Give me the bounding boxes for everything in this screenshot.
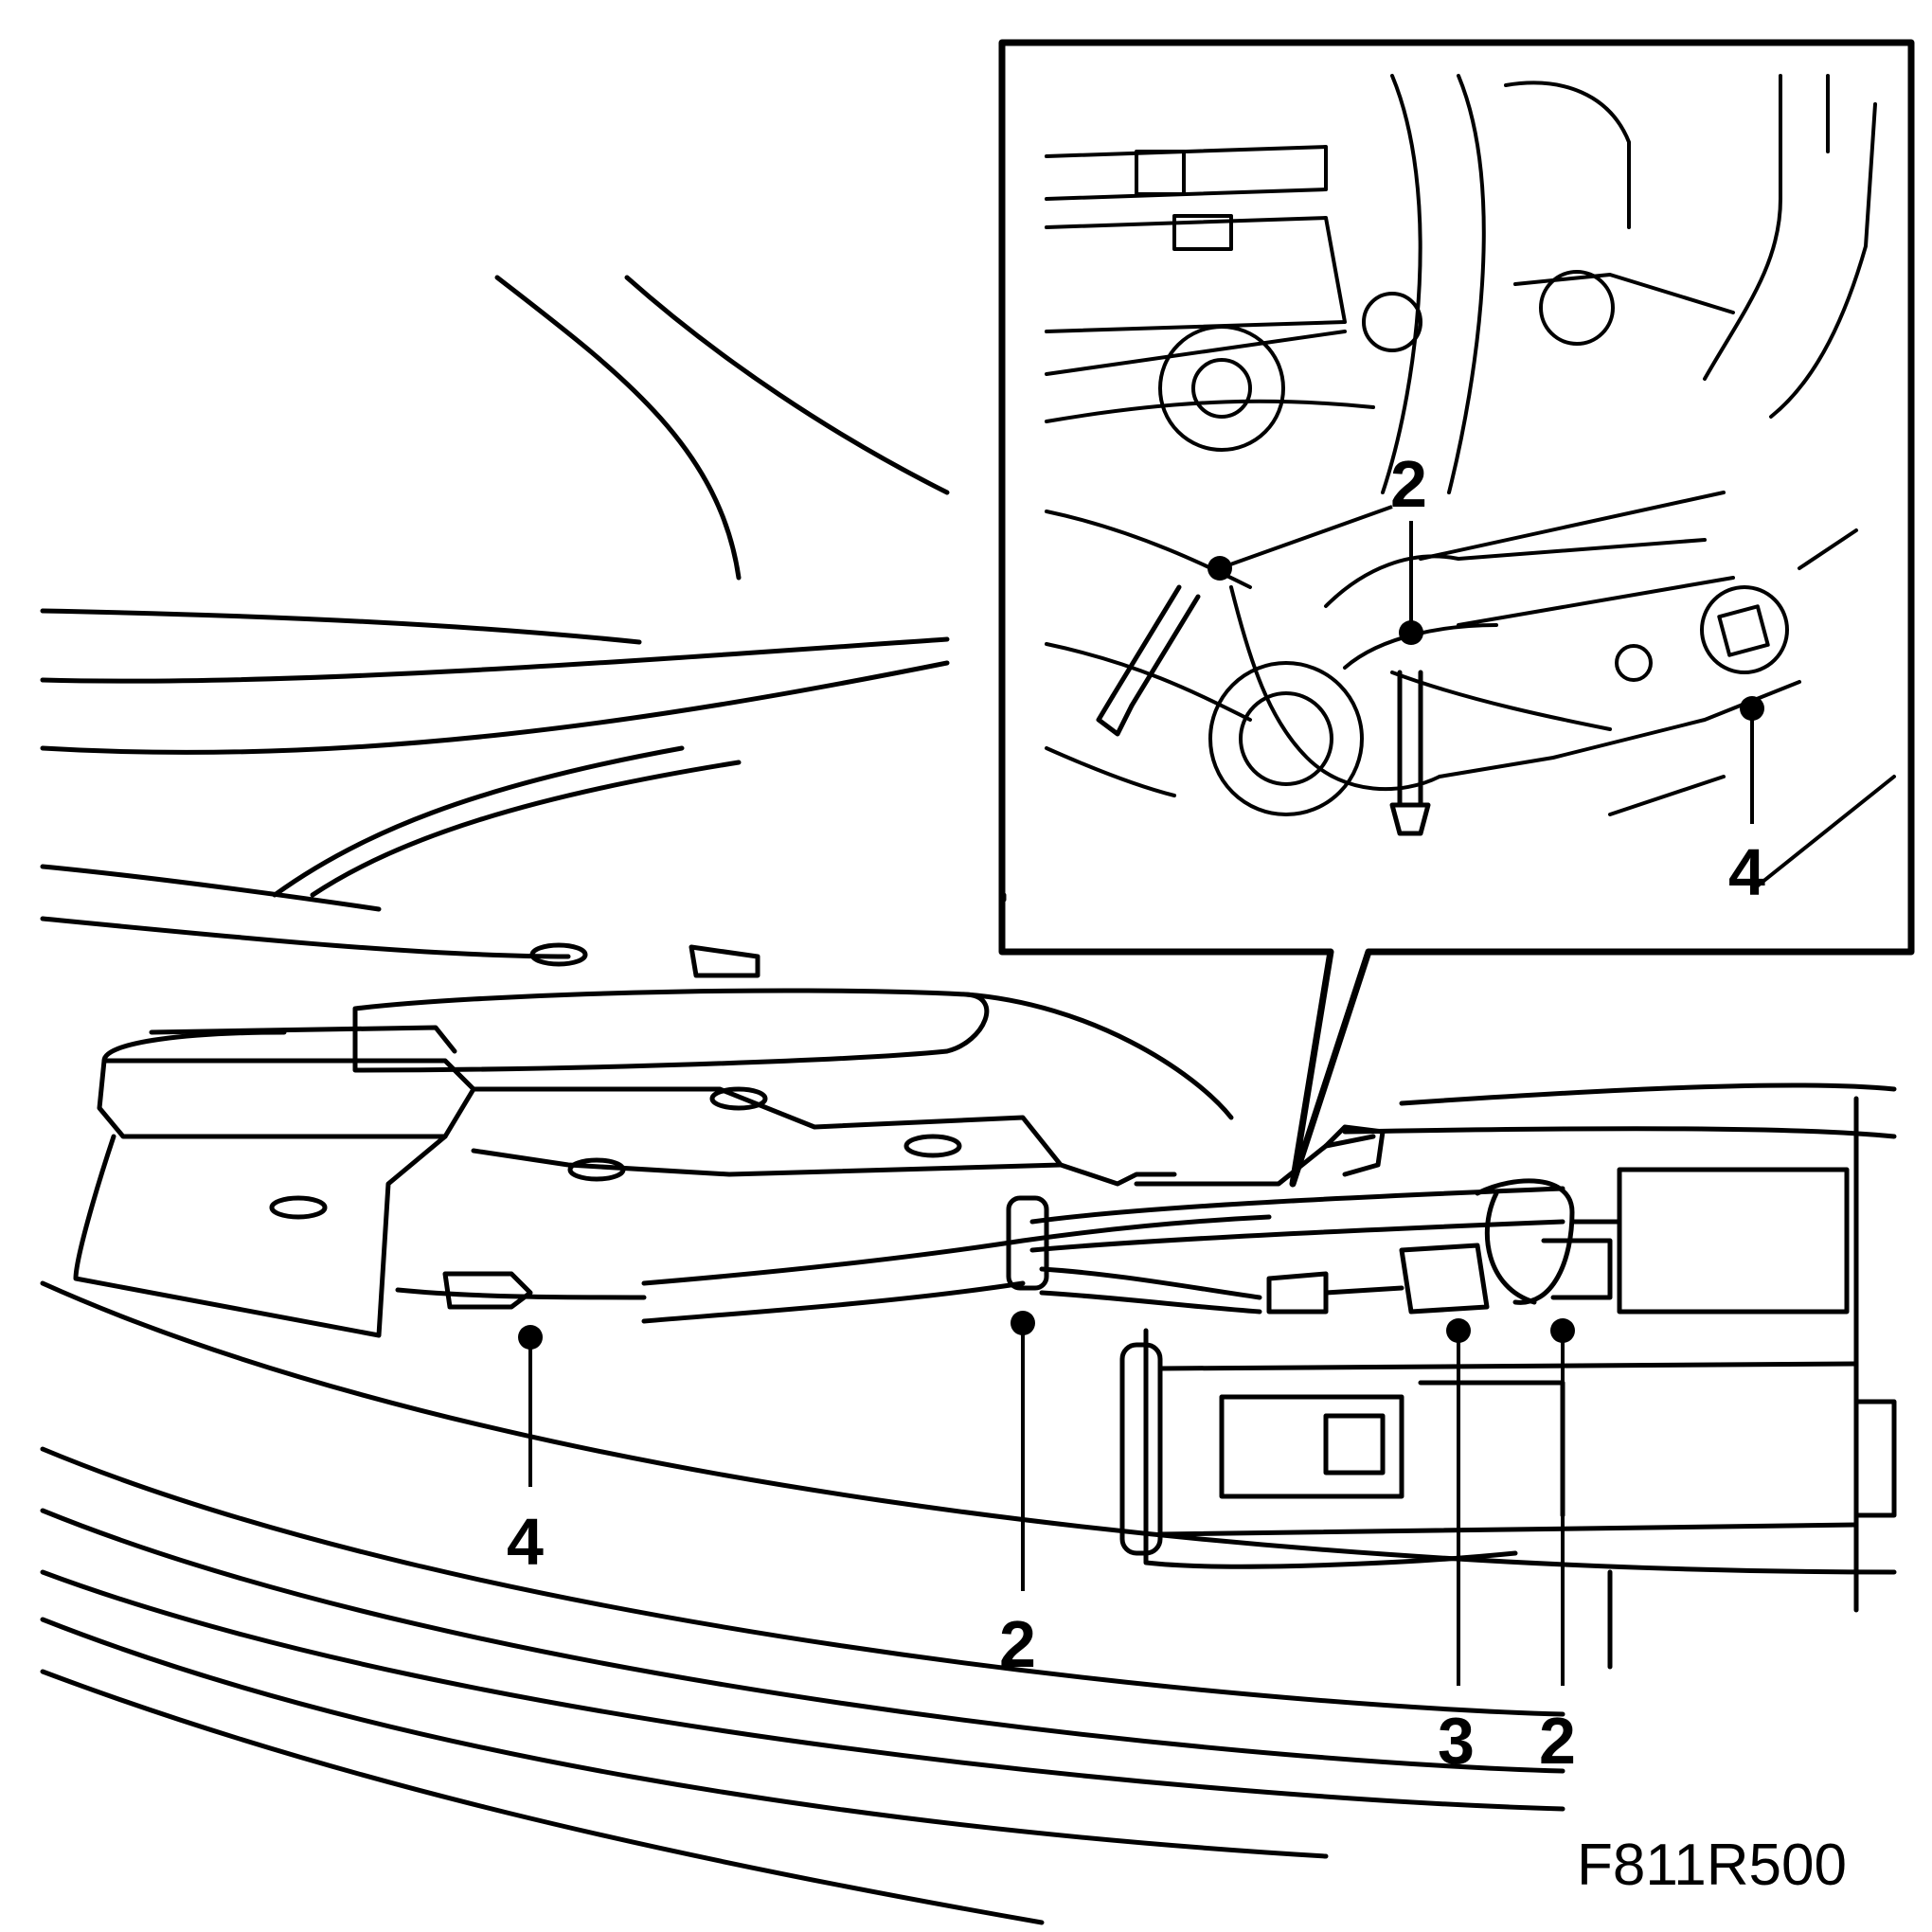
callout-2-main-right: 2 <box>1539 1704 1576 1778</box>
body-panel-contours <box>40 275 1897 1613</box>
lower-shaft-assembly <box>1119 1328 1897 1670</box>
callout-4-detail: 4 <box>1728 835 1765 909</box>
mechanism-plates <box>73 942 1386 1338</box>
callout-2-detail: 2 <box>1390 447 1427 521</box>
callout-numbers: 4 2 3 2 2 4 <box>507 447 1765 1778</box>
callout-3-main: 3 <box>1438 1704 1475 1778</box>
callout-leaders <box>518 505 1764 1686</box>
figure-id: F811R500 <box>1577 1833 1847 1898</box>
cable-harness <box>395 1167 1850 1324</box>
wheel-arch-arcs <box>40 1280 1897 1925</box>
callout-4-main: 4 <box>507 1505 544 1579</box>
detail-inset <box>998 39 1915 1188</box>
callout-2-main-left: 2 <box>999 1607 1036 1681</box>
